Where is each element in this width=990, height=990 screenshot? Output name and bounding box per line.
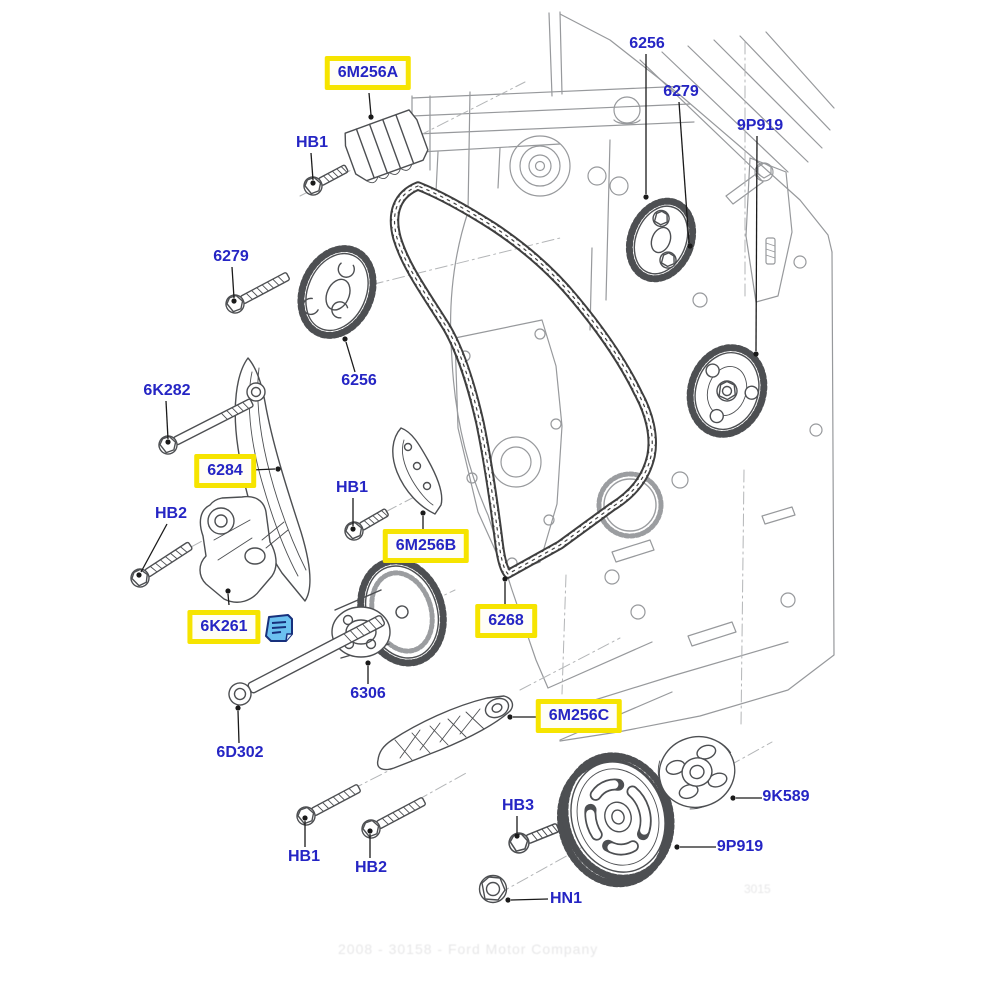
leader-dot-9P919-bottom bbox=[674, 844, 680, 850]
part-label-HB3: HB3 bbox=[501, 797, 535, 814]
part-label-6M256B: 6M256B bbox=[382, 529, 470, 563]
leader-dot-6268 bbox=[502, 576, 508, 582]
leader-dot-HB1-mid bbox=[350, 526, 356, 532]
leader-dot-HB3 bbox=[514, 833, 520, 839]
cam-sprocket-6256-left bbox=[297, 245, 377, 339]
leader-line-6K282 bbox=[165, 400, 169, 440]
note-icon bbox=[265, 614, 293, 642]
part-label-HB2-bottom: HB2 bbox=[354, 859, 388, 876]
leader-dot-6306 bbox=[365, 660, 371, 666]
part-label-6306: 6306 bbox=[350, 685, 386, 702]
part-label-HB1-top: HB1 bbox=[295, 134, 329, 151]
leader-line-9P919-top bbox=[755, 135, 758, 352]
part-label-9K589: 9K589 bbox=[762, 788, 810, 805]
part-label-6284: 6284 bbox=[194, 454, 256, 488]
idler-sprocket-9P919-top bbox=[686, 344, 768, 438]
leader-dot-HN1 bbox=[505, 897, 511, 903]
part-label-6K282: 6K282 bbox=[143, 382, 191, 399]
leader-line-HN1 bbox=[510, 898, 549, 901]
part-label-6K261: 6K261 bbox=[187, 610, 261, 644]
tensioner-6K261 bbox=[199, 495, 289, 603]
ghost-crank-sprocket bbox=[596, 471, 664, 539]
leader-dot-6284 bbox=[275, 466, 281, 472]
nut-HN1 bbox=[478, 874, 508, 904]
part-label-HB1-mid: HB1 bbox=[335, 479, 369, 496]
part-label-6279-top-right: 6279 bbox=[663, 83, 699, 100]
chain-guide-6M256C bbox=[376, 695, 514, 771]
part-label-6279-left: 6279 bbox=[213, 248, 249, 265]
chain-guide-6284 bbox=[234, 357, 311, 602]
leader-dot-6279-top-right bbox=[687, 243, 693, 249]
leader-line-6D302 bbox=[237, 710, 240, 744]
leader-dot-HB1-top bbox=[310, 180, 316, 186]
crank-sprocket-9P919-bottom bbox=[556, 752, 675, 888]
part-label-6D302: 6D302 bbox=[216, 744, 264, 761]
leader-line-HB1-top bbox=[310, 152, 314, 181]
leader-dot-HB1-bottom bbox=[302, 815, 308, 821]
leader-dot-6279-left bbox=[231, 298, 237, 304]
watermark-fragment: 3015 bbox=[744, 882, 771, 896]
leader-line-6M256A bbox=[368, 92, 372, 116]
part-label-6M256C: 6M256C bbox=[535, 699, 623, 733]
leader-dot-6256-top-right bbox=[643, 194, 649, 200]
leader-dot-6256-mid bbox=[342, 336, 348, 342]
chain-guide-6M256B bbox=[392, 427, 443, 515]
part-label-6268: 6268 bbox=[475, 604, 537, 638]
leader-dot-6M256C bbox=[507, 714, 513, 720]
part-label-6256-mid: 6256 bbox=[341, 372, 377, 389]
leader-line-6K261 bbox=[227, 593, 230, 606]
cam-sprocket-6256-right bbox=[625, 197, 697, 283]
part-label-HB1-bottom: HB1 bbox=[287, 848, 321, 865]
bolt-6D302 bbox=[228, 615, 386, 706]
leader-dot-HB2-bottom bbox=[367, 828, 373, 834]
leader-line-HB2-left bbox=[140, 523, 168, 573]
leader-dot-6K282 bbox=[165, 439, 171, 445]
part-label-6M256A: 6M256A bbox=[324, 56, 412, 90]
leader-dot-9K589 bbox=[730, 795, 736, 801]
leader-line-6279-top-right bbox=[678, 101, 690, 244]
part-label-HN1: HN1 bbox=[549, 890, 583, 907]
leader-dot-HB2-left bbox=[136, 572, 142, 578]
leader-line-6279-left bbox=[231, 266, 235, 299]
part-label-9P919-top: 9P919 bbox=[736, 117, 784, 134]
part-label-9P919-bottom: 9P919 bbox=[716, 838, 764, 855]
leader-dot-6D302 bbox=[235, 705, 241, 711]
part-label-6256-top-right: 6256 bbox=[629, 35, 665, 52]
watermark-text: 2008 - 30158 - Ford Motor Company bbox=[338, 941, 599, 957]
coupling-flange-9K589 bbox=[657, 736, 736, 810]
leader-dot-6M256A bbox=[368, 114, 374, 120]
leader-dot-6K261 bbox=[225, 588, 231, 594]
timing-chain-6268 bbox=[389, 181, 657, 579]
leader-dot-9P919-top bbox=[753, 351, 759, 357]
leader-line-6256-mid bbox=[345, 341, 356, 373]
tensioner-pad-6M256A bbox=[344, 109, 429, 184]
part-label-HB2-left: HB2 bbox=[154, 505, 188, 522]
leader-dot-6M256B bbox=[420, 510, 426, 516]
